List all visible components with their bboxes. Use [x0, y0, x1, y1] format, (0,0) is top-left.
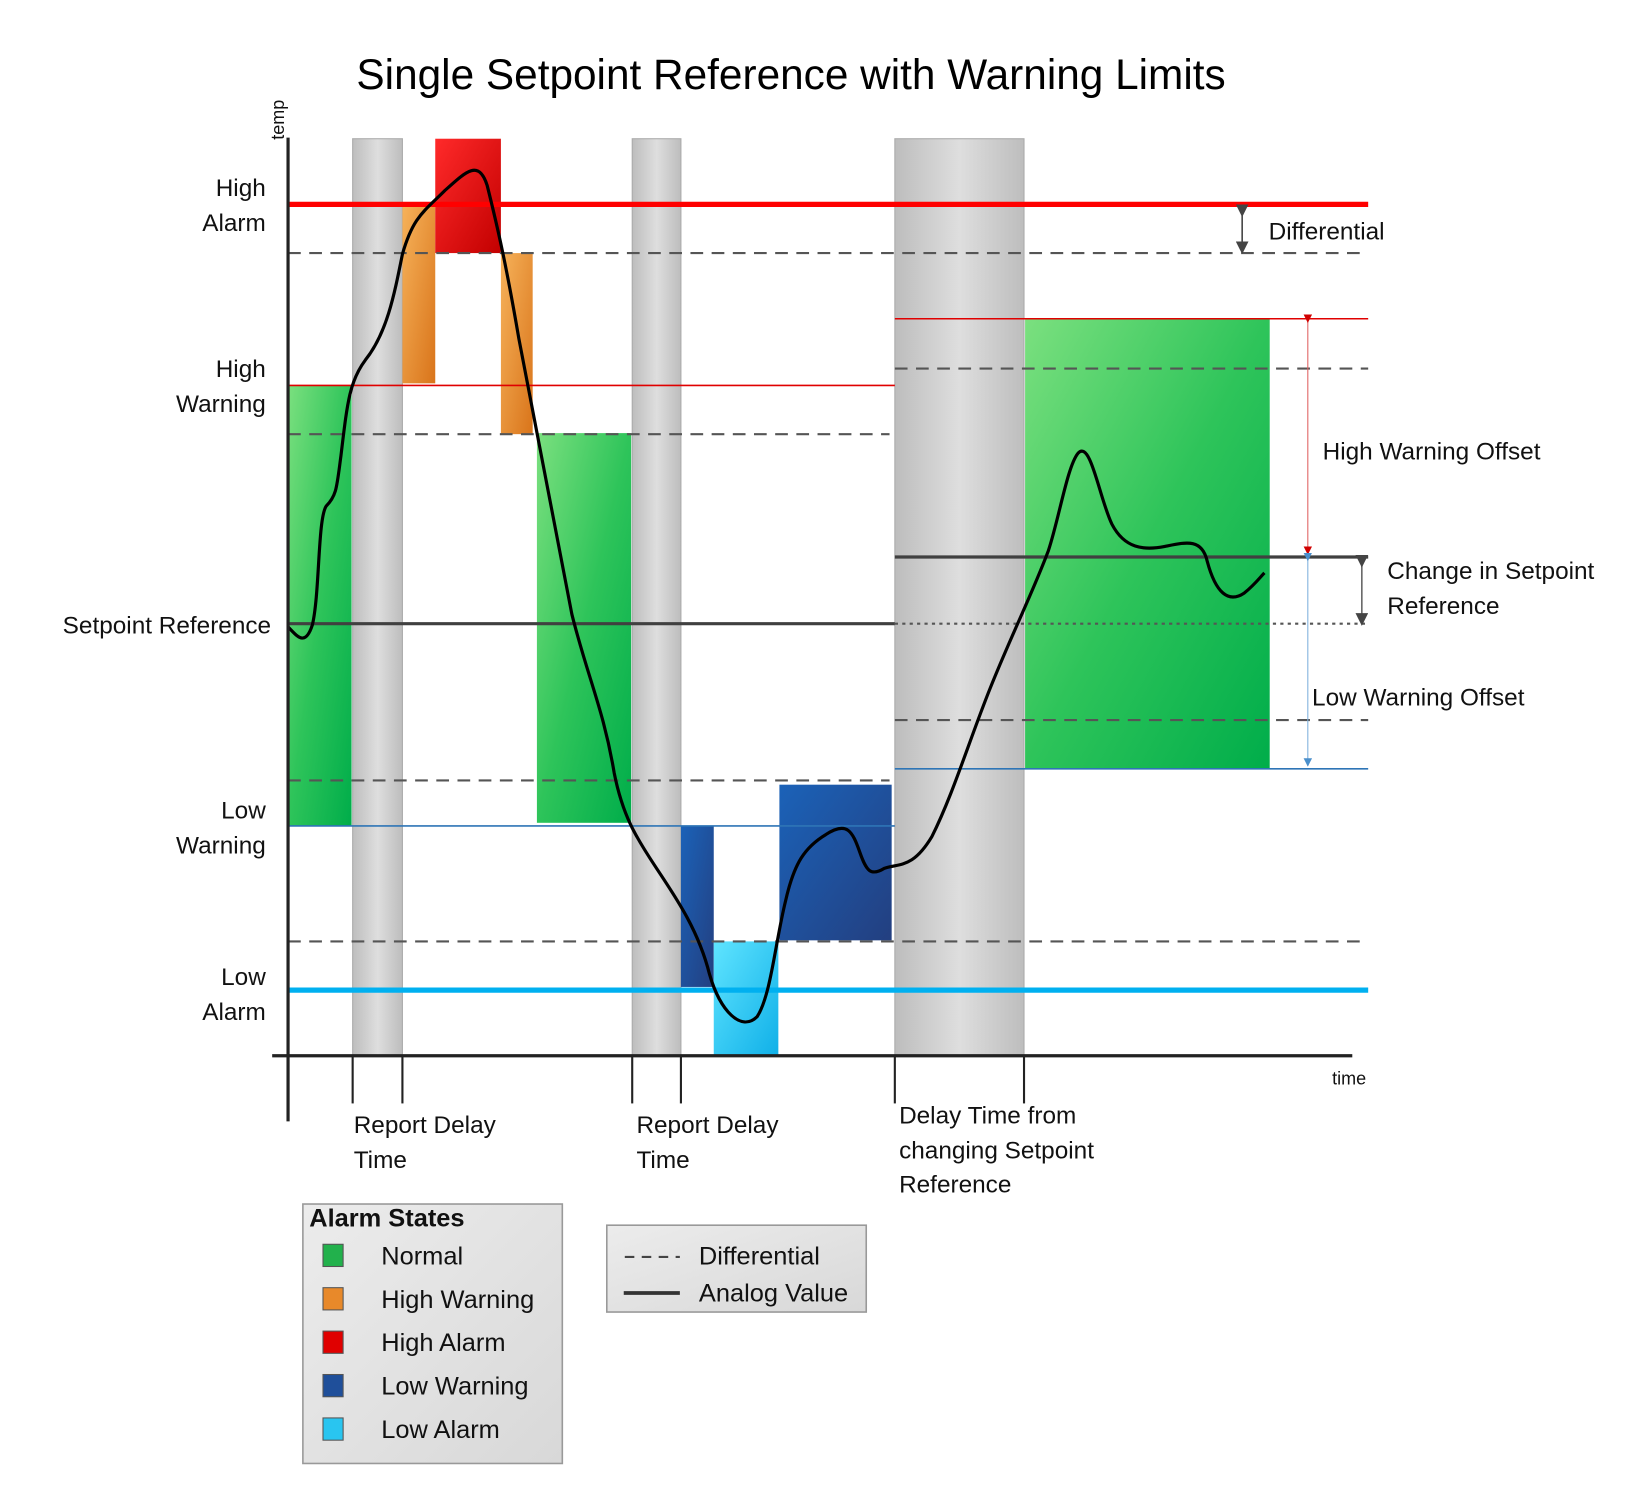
differential-annotation: Differential: [1269, 218, 1385, 245]
high-warning-state-block: [402, 204, 436, 384]
report-delay-label-2b: Time: [636, 1147, 689, 1174]
normal-state-block: [1025, 318, 1270, 769]
setpoint-delay-column: [894, 138, 1025, 1057]
y-labels: High Alarm High Warning Setpoint Referen…: [63, 175, 271, 1026]
setpoint-delay-label-c: Reference: [899, 1171, 1011, 1198]
report-delay-label-1b: Time: [354, 1147, 407, 1174]
line-legend: Differential Analog Value: [606, 1224, 868, 1313]
report-delay-column-1: [352, 138, 403, 1057]
legend-item-label: High Alarm: [381, 1329, 505, 1357]
legend-title: Alarm States: [309, 1204, 464, 1232]
legend-swatch: [322, 1287, 344, 1311]
high-warning-state-block: [500, 253, 533, 435]
differential-legend-label: Differential: [699, 1242, 820, 1270]
high-warning-label-1: High: [216, 356, 266, 383]
legend-swatch: [322, 1373, 344, 1398]
low-warning-offset-annotation: Low Warning Offset: [1312, 684, 1525, 711]
legend-item-label: Low Warning: [381, 1373, 528, 1401]
analog-value-curve: [286, 168, 1266, 1024]
low-warning-label-1: Low: [221, 798, 266, 825]
report-delay-label-1a: Report Delay: [354, 1112, 497, 1139]
legend-item-label: High Warning: [381, 1286, 534, 1314]
low-warning-state-block: [779, 784, 892, 941]
high-alarm-label-1: High: [216, 175, 266, 202]
setpoint-delay-label-b: changing Setpoint: [899, 1137, 1094, 1164]
normal-state-block: [536, 433, 632, 823]
analog-value-legend-label: Analog Value: [699, 1279, 848, 1307]
low-warning-label-2: Warning: [176, 833, 266, 860]
x-axis-ticks: [351, 1055, 1026, 1104]
x-axis-label: time: [1332, 1068, 1366, 1088]
legend-swatch: [322, 1330, 344, 1354]
legend-swatch: [322, 1417, 344, 1441]
legend-item-label: Normal: [381, 1242, 463, 1270]
report-delay-label-2a: Report Delay: [636, 1112, 779, 1139]
chart-title: Single Setpoint Reference with Warning L…: [356, 51, 1225, 98]
change-setpoint-annotation-1: Change in Setpoint: [1387, 558, 1594, 585]
legend-item-label: Low Alarm: [381, 1416, 500, 1444]
setpoint-label: Setpoint Reference: [63, 612, 271, 639]
low-alarm-label-1: Low: [221, 964, 266, 991]
low-alarm-state-block: [713, 941, 779, 1056]
high-warning-label-2: Warning: [176, 391, 266, 418]
high-alarm-label-2: Alarm: [202, 210, 266, 237]
low-warning-state-block: [680, 825, 714, 987]
report-delay-column-2: [631, 138, 682, 1057]
legend-swatch: [322, 1243, 344, 1268]
y-axis-label: temp: [268, 100, 288, 140]
high-warning-offset-annotation: High Warning Offset: [1323, 439, 1541, 466]
change-setpoint-annotation-2: Reference: [1387, 593, 1499, 620]
low-alarm-label-2: Alarm: [202, 999, 266, 1026]
setpoint-delay-label-a: Delay Time from: [899, 1103, 1076, 1130]
